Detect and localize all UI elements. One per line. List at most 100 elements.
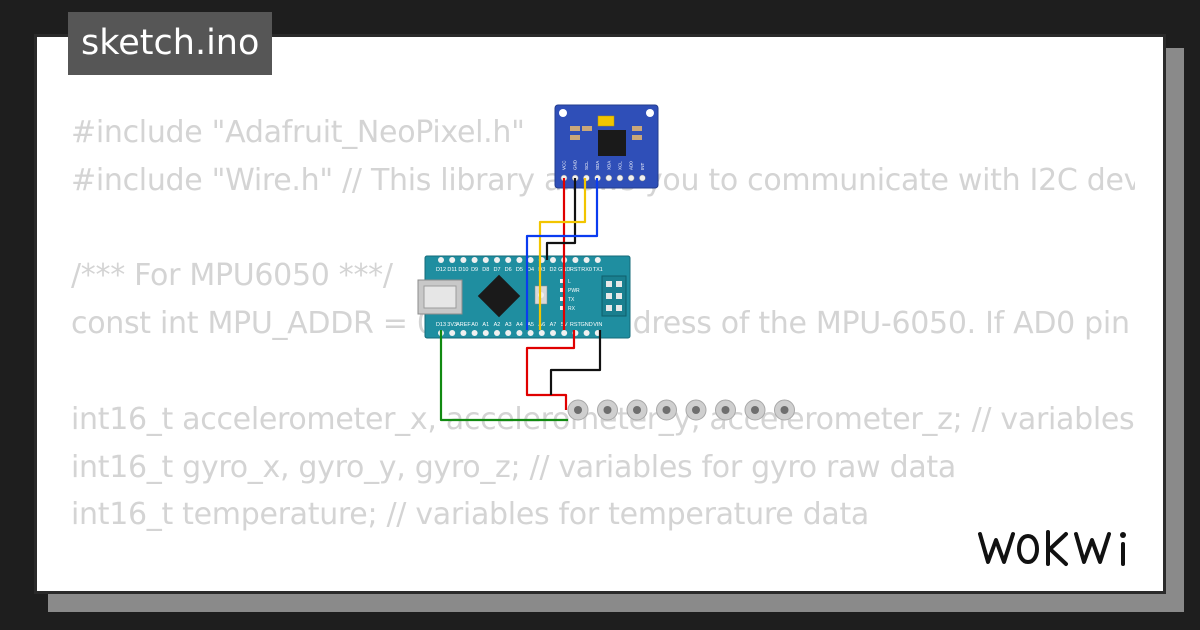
status-led [560, 279, 565, 283]
nano-pin[interactable] [482, 257, 489, 263]
code-preview: #include "Adafruit_NeoPixel.h" #include "… [71, 109, 1135, 591]
wokwi-logo [978, 530, 1126, 566]
neopixel-center [603, 406, 612, 414]
nano-pin[interactable] [449, 330, 456, 336]
neopixel-center [633, 406, 641, 414]
status-led [560, 297, 565, 301]
nano-pin[interactable] [594, 257, 601, 263]
nano-pin[interactable] [516, 257, 523, 263]
neopixel-center [751, 406, 759, 414]
nano-pin[interactable] [494, 330, 500, 336]
pin-label: XCL [618, 161, 623, 170]
pin-label: AD0 [629, 161, 634, 170]
pin-label: D9 [471, 267, 478, 273]
pin-label: D13 [436, 322, 446, 328]
pin-label: D8 [482, 267, 489, 273]
pin-label: SDA [595, 161, 600, 170]
neopixel-strip[interactable] [567, 399, 795, 421]
pin-label: VIN [593, 322, 602, 328]
pin-label: A0 [471, 322, 478, 328]
nano-pin[interactable] [494, 257, 500, 263]
pin-label: D5 [516, 267, 523, 273]
mpu-pin[interactable] [616, 174, 624, 182]
neopixel-center [692, 406, 700, 414]
pin-label: A1 [482, 322, 489, 328]
nano-pin[interactable] [505, 257, 512, 263]
neopixel-center [662, 406, 671, 414]
nano-pin[interactable] [561, 330, 568, 336]
pin-label: TX1 [593, 267, 603, 273]
led-label: TX [568, 297, 575, 303]
nano-pin[interactable] [527, 330, 534, 336]
pin-label: 3V3 [447, 322, 457, 328]
pin-label: AREF [456, 322, 471, 328]
pin-label: D10 [458, 267, 468, 273]
nano-pin[interactable] [460, 257, 467, 263]
wire-5v-pixel [525, 330, 576, 410]
nano-pin[interactable] [583, 330, 590, 336]
status-led [560, 306, 565, 310]
led-label: RX [568, 306, 576, 312]
nano-pin[interactable] [449, 257, 456, 263]
wire-signal-pixel [439, 330, 568, 422]
nano-pin[interactable] [550, 330, 556, 336]
neopixel-center [574, 406, 582, 414]
mcu-chip [477, 274, 521, 318]
led-label: PWR [568, 288, 580, 294]
wire-gnd-pixel [549, 330, 602, 395]
wire-scl [538, 178, 587, 330]
usb-port-inner [423, 285, 457, 309]
wire-sda [525, 178, 599, 330]
neopixel-center [721, 406, 730, 414]
code-line: #include "Adafruit_NeoPixel.h" [71, 115, 525, 150]
wires [439, 178, 602, 422]
nano-pin[interactable] [550, 257, 556, 263]
mount-hole [646, 109, 654, 117]
led-label: L [568, 279, 571, 285]
pin-label: GND [573, 159, 578, 170]
code-line: #include "Wire.h" // This library allows… [71, 162, 1135, 198]
pin-label: A6 [538, 322, 545, 328]
pin-label: A3 [505, 322, 512, 328]
nano-pin[interactable] [527, 257, 534, 263]
pin-label: D4 [527, 267, 534, 273]
mpu-pin[interactable] [639, 174, 646, 182]
nano-pin[interactable] [460, 330, 467, 336]
pin-label: VCC [562, 160, 567, 170]
pin-label: RST [570, 322, 582, 328]
nano-pin[interactable] [516, 330, 523, 336]
code-line: int16_t temperature; // variables for te… [71, 497, 870, 533]
pin-label: D7 [493, 267, 500, 273]
nano-pin[interactable] [505, 330, 512, 336]
pin-label: A7 [550, 322, 557, 328]
code-line: /*** For MPU6050 ***/ [71, 258, 393, 294]
nano-pin[interactable] [471, 330, 478, 336]
mpu-pin[interactable] [627, 174, 635, 182]
pin-label: SCL [584, 161, 589, 170]
pin-label: RX0 [581, 267, 592, 273]
mount-hole [559, 109, 567, 117]
code-line: int16_t gyro_x, gyro_y, gyro_z; // varia… [71, 449, 956, 485]
nano-pin[interactable] [482, 330, 489, 336]
wire-gnd [545, 178, 577, 260]
nano-pin[interactable] [583, 257, 590, 263]
nano-pin[interactable] [572, 257, 579, 263]
icsp-header [601, 275, 627, 317]
nano-pin[interactable] [538, 330, 545, 336]
pin-label: D6 [505, 267, 512, 273]
pin-label: D2 [549, 267, 556, 273]
pin-label: RST [570, 267, 582, 273]
neopixel-center [780, 406, 789, 414]
nano-pin[interactable] [471, 257, 478, 263]
status-led [560, 288, 565, 292]
mpu-chip [598, 130, 626, 156]
nano-pin[interactable] [438, 257, 444, 263]
pin-label: A4 [516, 322, 523, 328]
pin-label: D3 [538, 267, 545, 273]
sketch-title: sketch.ino [68, 12, 273, 75]
mpu-pin[interactable] [605, 174, 613, 182]
pin-label: INT [640, 163, 645, 171]
